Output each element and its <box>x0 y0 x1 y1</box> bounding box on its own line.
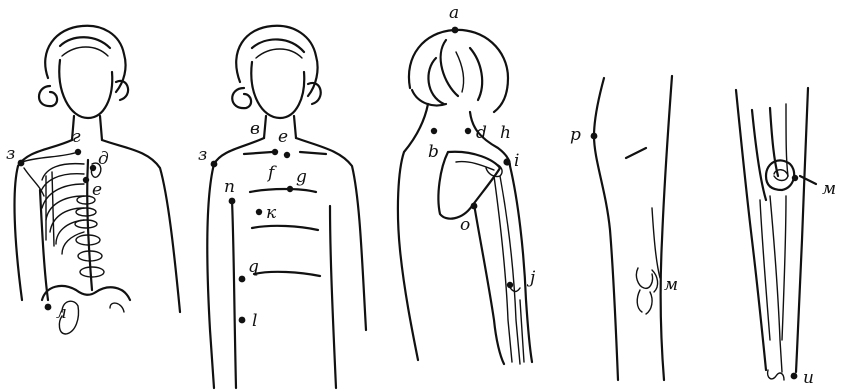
label-fig4-m: м <box>664 275 678 295</box>
label-fig2-e: е <box>278 127 288 147</box>
figure-back-shoulder <box>398 27 532 364</box>
label-fig2-f: f <box>266 163 277 183</box>
label-fig2-g: g <box>296 167 307 187</box>
label-fig2-n: n <box>224 177 235 197</box>
label-fig4-p: p <box>570 125 581 145</box>
label-fig5-m: м <box>822 179 836 199</box>
label-fig5-u: u <box>803 368 814 388</box>
label-fig3-a: a <box>449 3 459 23</box>
label-fig3-j: j <box>526 268 536 288</box>
label-fig1-z: з <box>6 144 15 164</box>
label-fig1-g: г <box>72 127 81 147</box>
label-fig2-l: l <box>252 311 257 331</box>
label-fig2-k: к <box>266 203 277 223</box>
label-fig3-h: h <box>500 123 511 143</box>
label-fig2-z: з <box>198 145 207 165</box>
figure-leg-front <box>736 88 816 380</box>
label-fig3-i: i <box>514 151 519 171</box>
label-fig2-v: в <box>250 119 260 139</box>
label-fig1-d: д <box>98 149 109 169</box>
label-fig1-l: л <box>56 303 67 323</box>
label-fig1-e: е <box>92 180 102 200</box>
label-fig3-d: d <box>476 123 487 143</box>
figure-leg-side <box>591 76 672 380</box>
label-fig2-q: q <box>248 257 259 277</box>
label-fig3-b: b <box>428 142 439 162</box>
figure-front-chest <box>207 26 366 388</box>
label-fig3-o: o <box>460 215 470 235</box>
